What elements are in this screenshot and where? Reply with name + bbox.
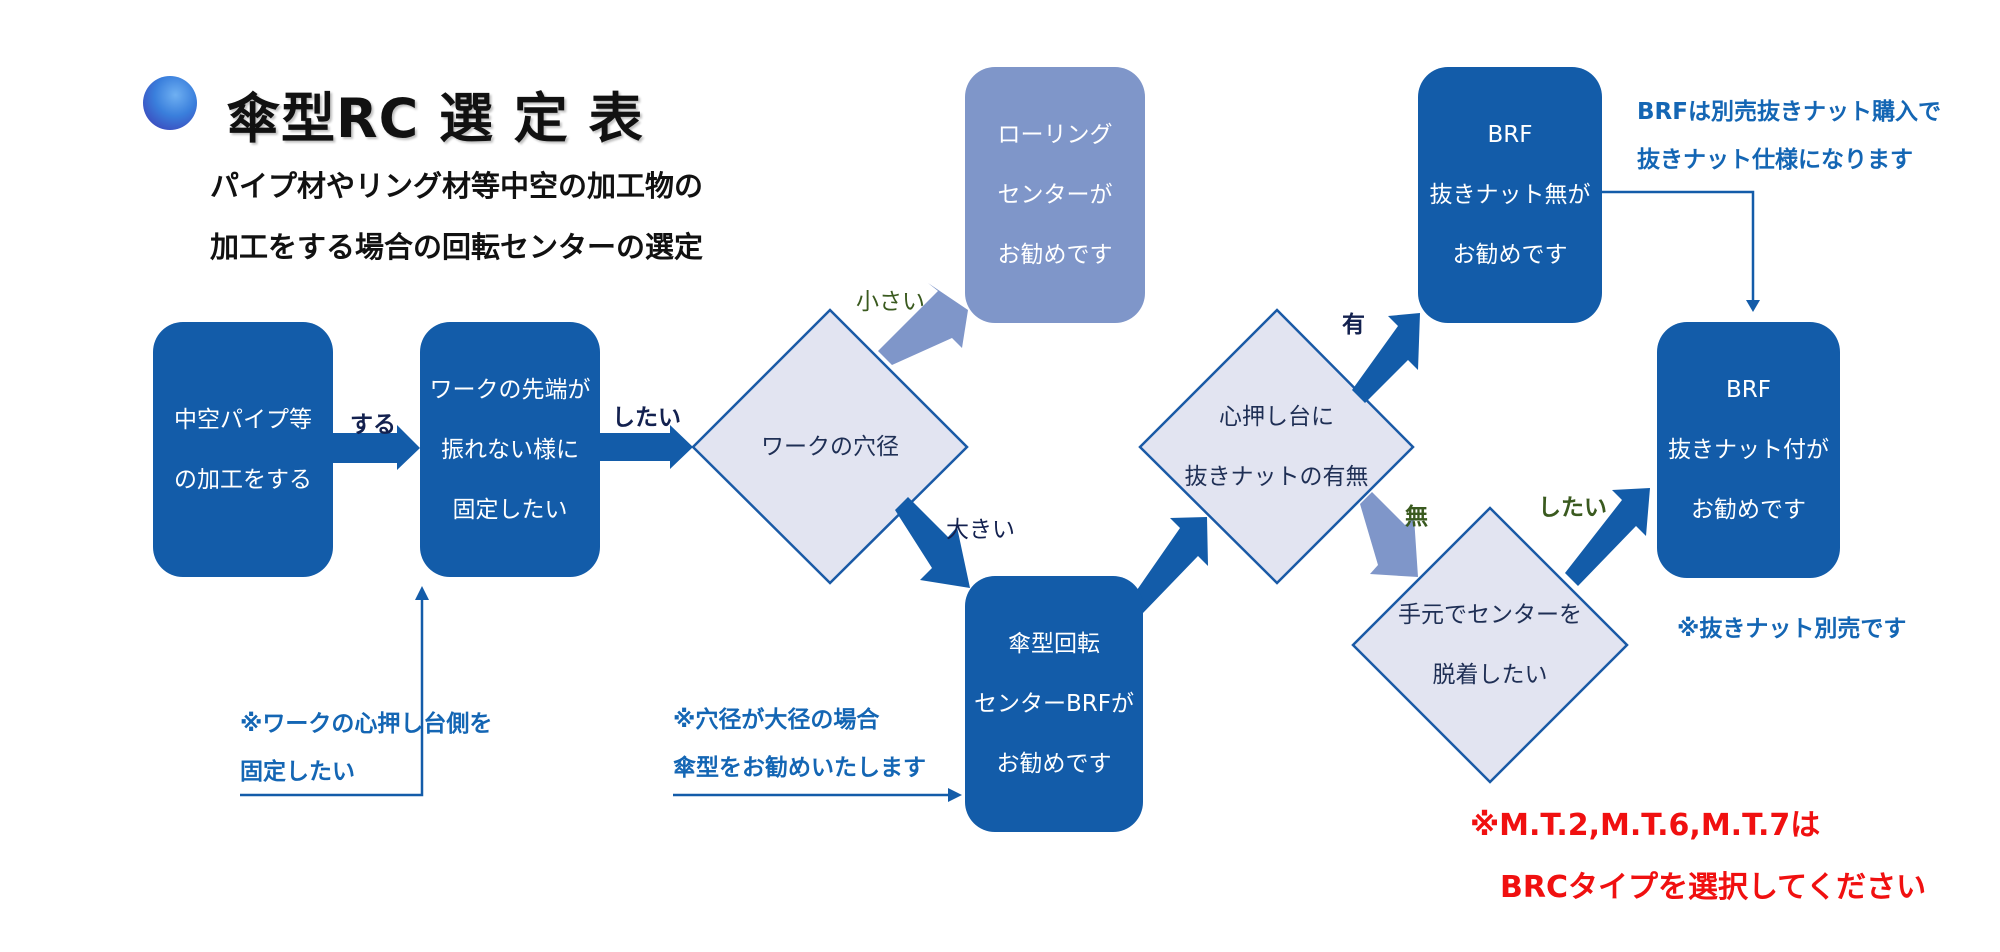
node-fix-tip: ワークの先端が 振れない様に 固定したい [420,322,600,577]
node-umbrella-brf: 傘型回転 センターBRFが お勧めです [965,576,1143,832]
arrow-start-to-fixtip [333,425,420,470]
node-rolling-center: ローリング センターが お勧めです [965,67,1145,323]
note-line: BRFは別売抜きナット購入で [1637,99,1941,125]
arrow-no-to-detach [1360,492,1418,577]
connector-arrowhead [948,788,962,802]
edge-label-shitai: したい [612,405,681,431]
node-text: センターBRFが [974,691,1134,717]
note-line: ※穴径が大径の場合 [673,707,880,733]
page-title: 傘型RC 選 定 表 [226,87,644,150]
note-line: ※ワークの心押し台側を [240,711,493,737]
node-brf-with-nut: BRF 抜きナット付が お勧めです [1657,322,1840,578]
warning-line: ※M.T.2,M.T.6,M.T.7は [1470,808,1821,843]
node-text: 手元でセンターを [1398,602,1582,628]
node-text: BRF [1487,122,1533,148]
node-text: センターが [997,182,1113,208]
edge-label-suru: する [350,412,396,438]
edge-label-chiisai: 小さい [856,289,925,315]
note-large-hole: ※穴径が大径の場合 傘型をお勧めいたします [673,696,926,792]
decision-detach-by-hand-text: 手元でセンターを 脱着したい [1353,508,1627,782]
node-text: 脱着したい [1432,662,1548,688]
warning-line: BRCタイプを選択してください [1500,870,1927,905]
node-text: 抜きナットの有無 [1184,463,1369,490]
node-text: ワークの穴径 [761,433,899,460]
node-text: お勧めです [1691,497,1806,523]
arrow-umbrella-to-tailstock [1130,517,1208,613]
subtitle-line-1: パイプ材やリング材等中空の加工物の [210,169,704,203]
connector-tailstock-note [240,598,424,797]
subtitle-line-2: 加工をする場合の回転センターの選定 [210,230,704,264]
note-nut-sold-separately: ※抜きナット別売です [1677,616,1907,642]
node-text: お勧めです [1452,242,1568,268]
node-text: お勧めです [996,751,1112,777]
arrow-fixtip-to-hole-diameter [600,425,693,469]
connector-arrowhead [415,586,429,600]
node-text: BRF [1726,377,1771,403]
edge-label-ari: 有 [1342,312,1365,338]
note-line: 固定したい [240,759,355,785]
node-text: お勧めです [997,242,1113,268]
arrow-small-to-rolling [878,283,968,365]
note-line: 抜きナット仕様になります [1637,147,1913,173]
node-text: 振れない様に [441,436,579,463]
node-text: の加工をする [174,466,312,493]
decision-hole-diameter-text: ワークの穴径 [693,310,967,583]
decision-detach-by-hand [1351,506,1629,784]
bullet-sphere-icon [143,76,197,130]
arrow-yes-to-brf-no-nut [1352,313,1420,403]
node-text: 抜きナット無が [1429,182,1591,208]
edge-label-nashi: 無 [1405,504,1428,530]
node-text: 固定したい [452,496,568,523]
note-brf-nut-purchase: BRFは別売抜きナット購入で 抜きナット仕様になります [1637,88,1941,184]
node-text: 傘型回転 [1008,631,1100,657]
node-text: 抜きナット付が [1668,437,1829,463]
node-brf-no-nut: BRF 抜きナット無が お勧めです [1418,67,1602,323]
decision-tailstock-nut [1138,308,1415,585]
node-start: 中空パイプ等 の加工をする [153,322,333,577]
arrow-large-to-umbrella [895,497,970,588]
connector-brf-no-nut-to-with-nut [1600,190,1755,303]
edge-label-ookii: 大きい [946,517,1015,543]
node-text: 心押し台に [1219,403,1334,430]
edge-label-shitai-2: したい [1538,495,1607,521]
node-text: 中空パイプ等 [174,406,312,433]
connector-arrowhead [1746,300,1760,312]
arrow-want-to-brf-with-nut [1565,488,1650,586]
node-text: ワークの先端が [429,376,591,403]
note-line: 傘型をお勧めいたします [673,755,926,781]
decision-tailstock-nut-text: 心押し台に 抜きナットの有無 [1140,310,1413,583]
node-text: ローリング [997,122,1113,148]
note-tailstock-side: ※ワークの心押し台側を 固定したい [240,700,492,796]
warning-note: ※M.T.2,M.T.6,M.T.7は BRCタイプを選択してください [1470,795,1926,919]
